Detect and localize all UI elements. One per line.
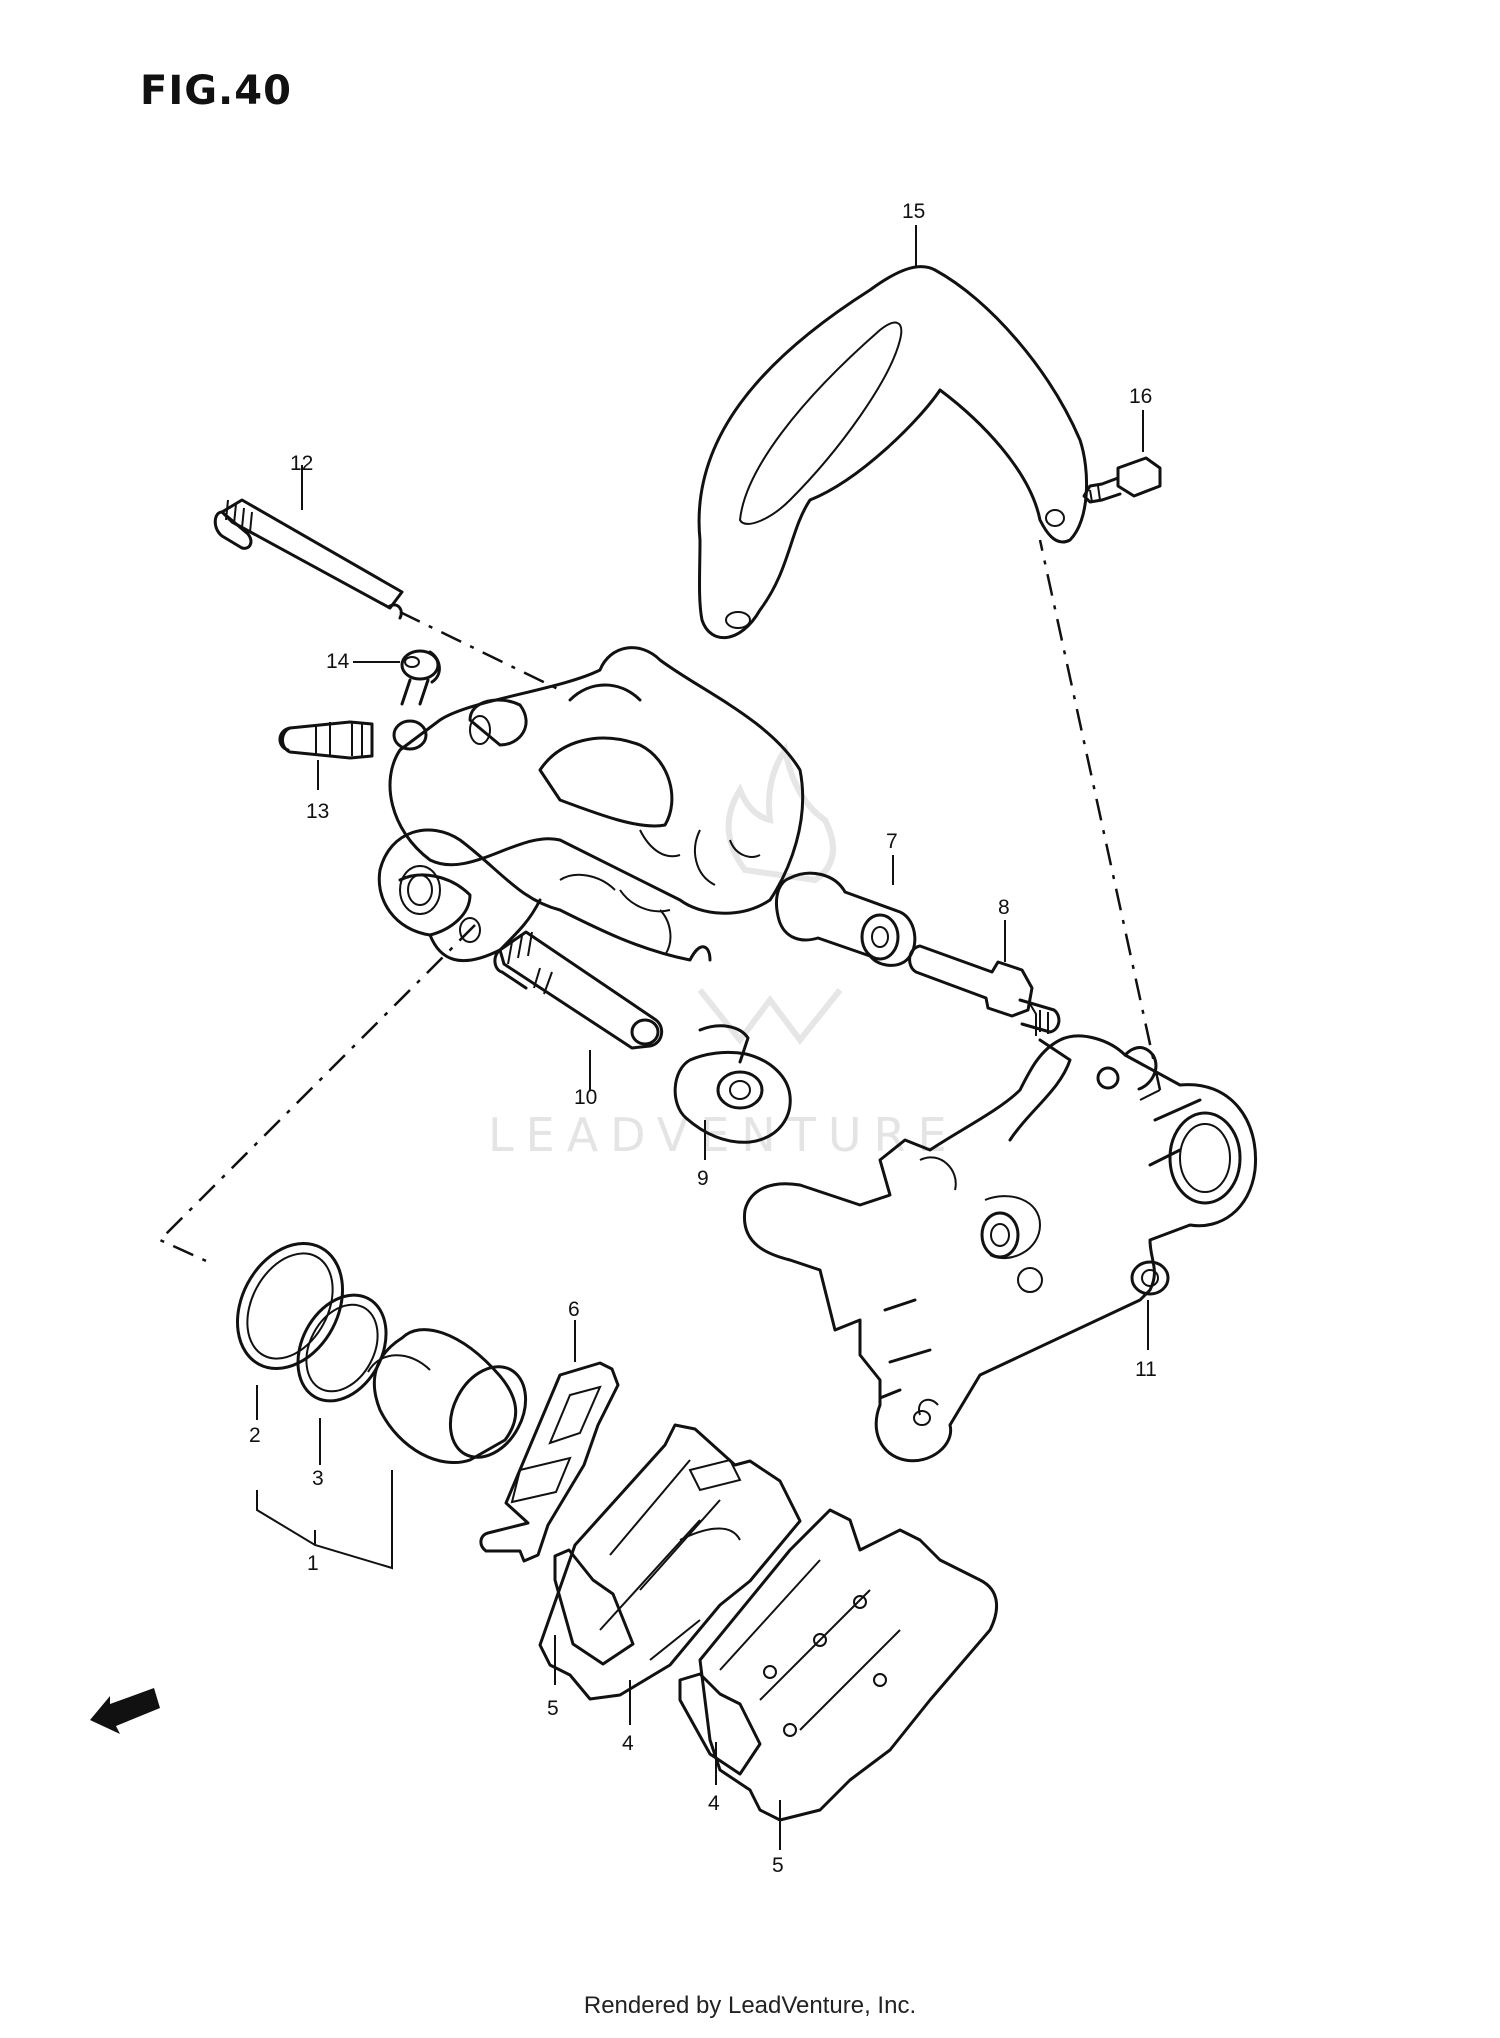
caliper-body <box>377 646 805 963</box>
part-15-caliper-guard <box>697 265 1088 639</box>
part-13-bleeder <box>278 720 374 760</box>
callout-12: 12 <box>290 452 313 475</box>
callout-1: 1 <box>307 1552 319 1575</box>
part-16-bolt <box>1082 456 1162 504</box>
part-2-seal <box>235 1242 345 1370</box>
part-1-piston <box>367 1328 528 1465</box>
callout-3: 3 <box>312 1467 324 1490</box>
callout-6: 6 <box>568 1298 580 1321</box>
callout-numbers: 15 16 12 14 13 7 8 10 9 11 6 2 3 1 5 4 4… <box>249 200 1157 1877</box>
callout-15: 15 <box>902 200 925 223</box>
callout-14: 14 <box>326 650 350 673</box>
figure-title: FIG.40 <box>140 68 292 114</box>
callout-16: 16 <box>1129 385 1152 408</box>
part-6-pad-spring <box>479 1361 620 1563</box>
callout-5-outer: 5 <box>772 1854 784 1877</box>
fwd-arrow-icon <box>90 1688 160 1734</box>
callout-4-inner: 4 <box>622 1732 634 1755</box>
callout-leaders <box>256 225 1149 1850</box>
part-12-pin <box>213 498 404 620</box>
footer-credit: Rendered by LeadVenture, Inc. <box>583 1992 917 2019</box>
callout-7: 7 <box>886 830 898 853</box>
callout-5-inner: 5 <box>547 1697 559 1720</box>
part-9-boot <box>673 1024 792 1144</box>
part-14-cap <box>392 649 441 751</box>
callout-9: 9 <box>697 1167 709 1190</box>
part-11-bracket <box>743 1034 1258 1463</box>
part-8-bolt <box>908 944 1061 1036</box>
watermark: LEADVENTURE <box>488 1108 959 1162</box>
callout-8: 8 <box>998 896 1010 919</box>
part-10-pin <box>493 930 664 1050</box>
part-7-sleeve <box>775 871 917 967</box>
assembly-lines <box>157 539 1162 1267</box>
callout-2: 2 <box>249 1424 261 1447</box>
brake-pad-inner <box>538 1423 802 1701</box>
callout-13: 13 <box>306 800 329 823</box>
brake-pad-outer <box>678 1508 999 1822</box>
callout-10: 10 <box>574 1086 597 1109</box>
callout-4-outer: 4 <box>708 1792 720 1815</box>
callout-11: 11 <box>1135 1358 1157 1381</box>
watermark-logo <box>697 742 843 1045</box>
